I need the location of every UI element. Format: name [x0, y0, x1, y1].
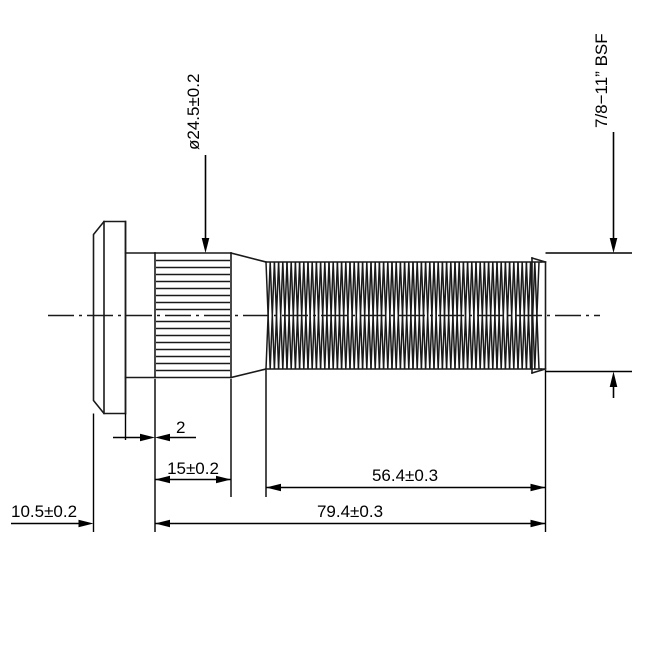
dimension-extension-lines [92, 370, 547, 532]
dim-overall-shank-length: 79.4±0.3 [155, 502, 546, 528]
dim-knurl-length-label: 15±0.2 [167, 459, 219, 478]
dim-knurl-diameter: ø24.5±0.2 [184, 74, 210, 253]
dim-knurl-length: 15±0.2 [155, 459, 231, 484]
dim-head-thickness: 10.5±0.2 [11, 502, 94, 528]
thread-end-chamfer [531, 257, 547, 374]
threaded-shank [265, 261, 542, 370]
minor-diameter-reference [545, 370, 632, 398]
dim-thread-length: 56.4±0.3 [266, 466, 546, 492]
head-to-knurl-shoulder [124, 252, 156, 379]
dim-thread-specification: 7/8−11” BSF [545, 33, 632, 254]
conical-transition [230, 252, 267, 379]
dim-thread-length-label: 56.4±0.3 [372, 466, 438, 485]
dim-knurl-diameter-label: ø24.5±0.2 [184, 74, 203, 150]
dim-knurl-shoulder-offset: 2 [113, 418, 196, 442]
dim-head-thickness-label: 10.5±0.2 [11, 502, 77, 521]
knurled-serration-band [154, 252, 232, 379]
bolt-head [92, 220, 127, 415]
dim-knurl-shoulder-offset-label: 2 [176, 418, 185, 437]
dim-thread-specification-label: 7/8−11” BSF [592, 33, 611, 128]
dim-overall-shank-length-label: 79.4±0.3 [317, 502, 383, 521]
